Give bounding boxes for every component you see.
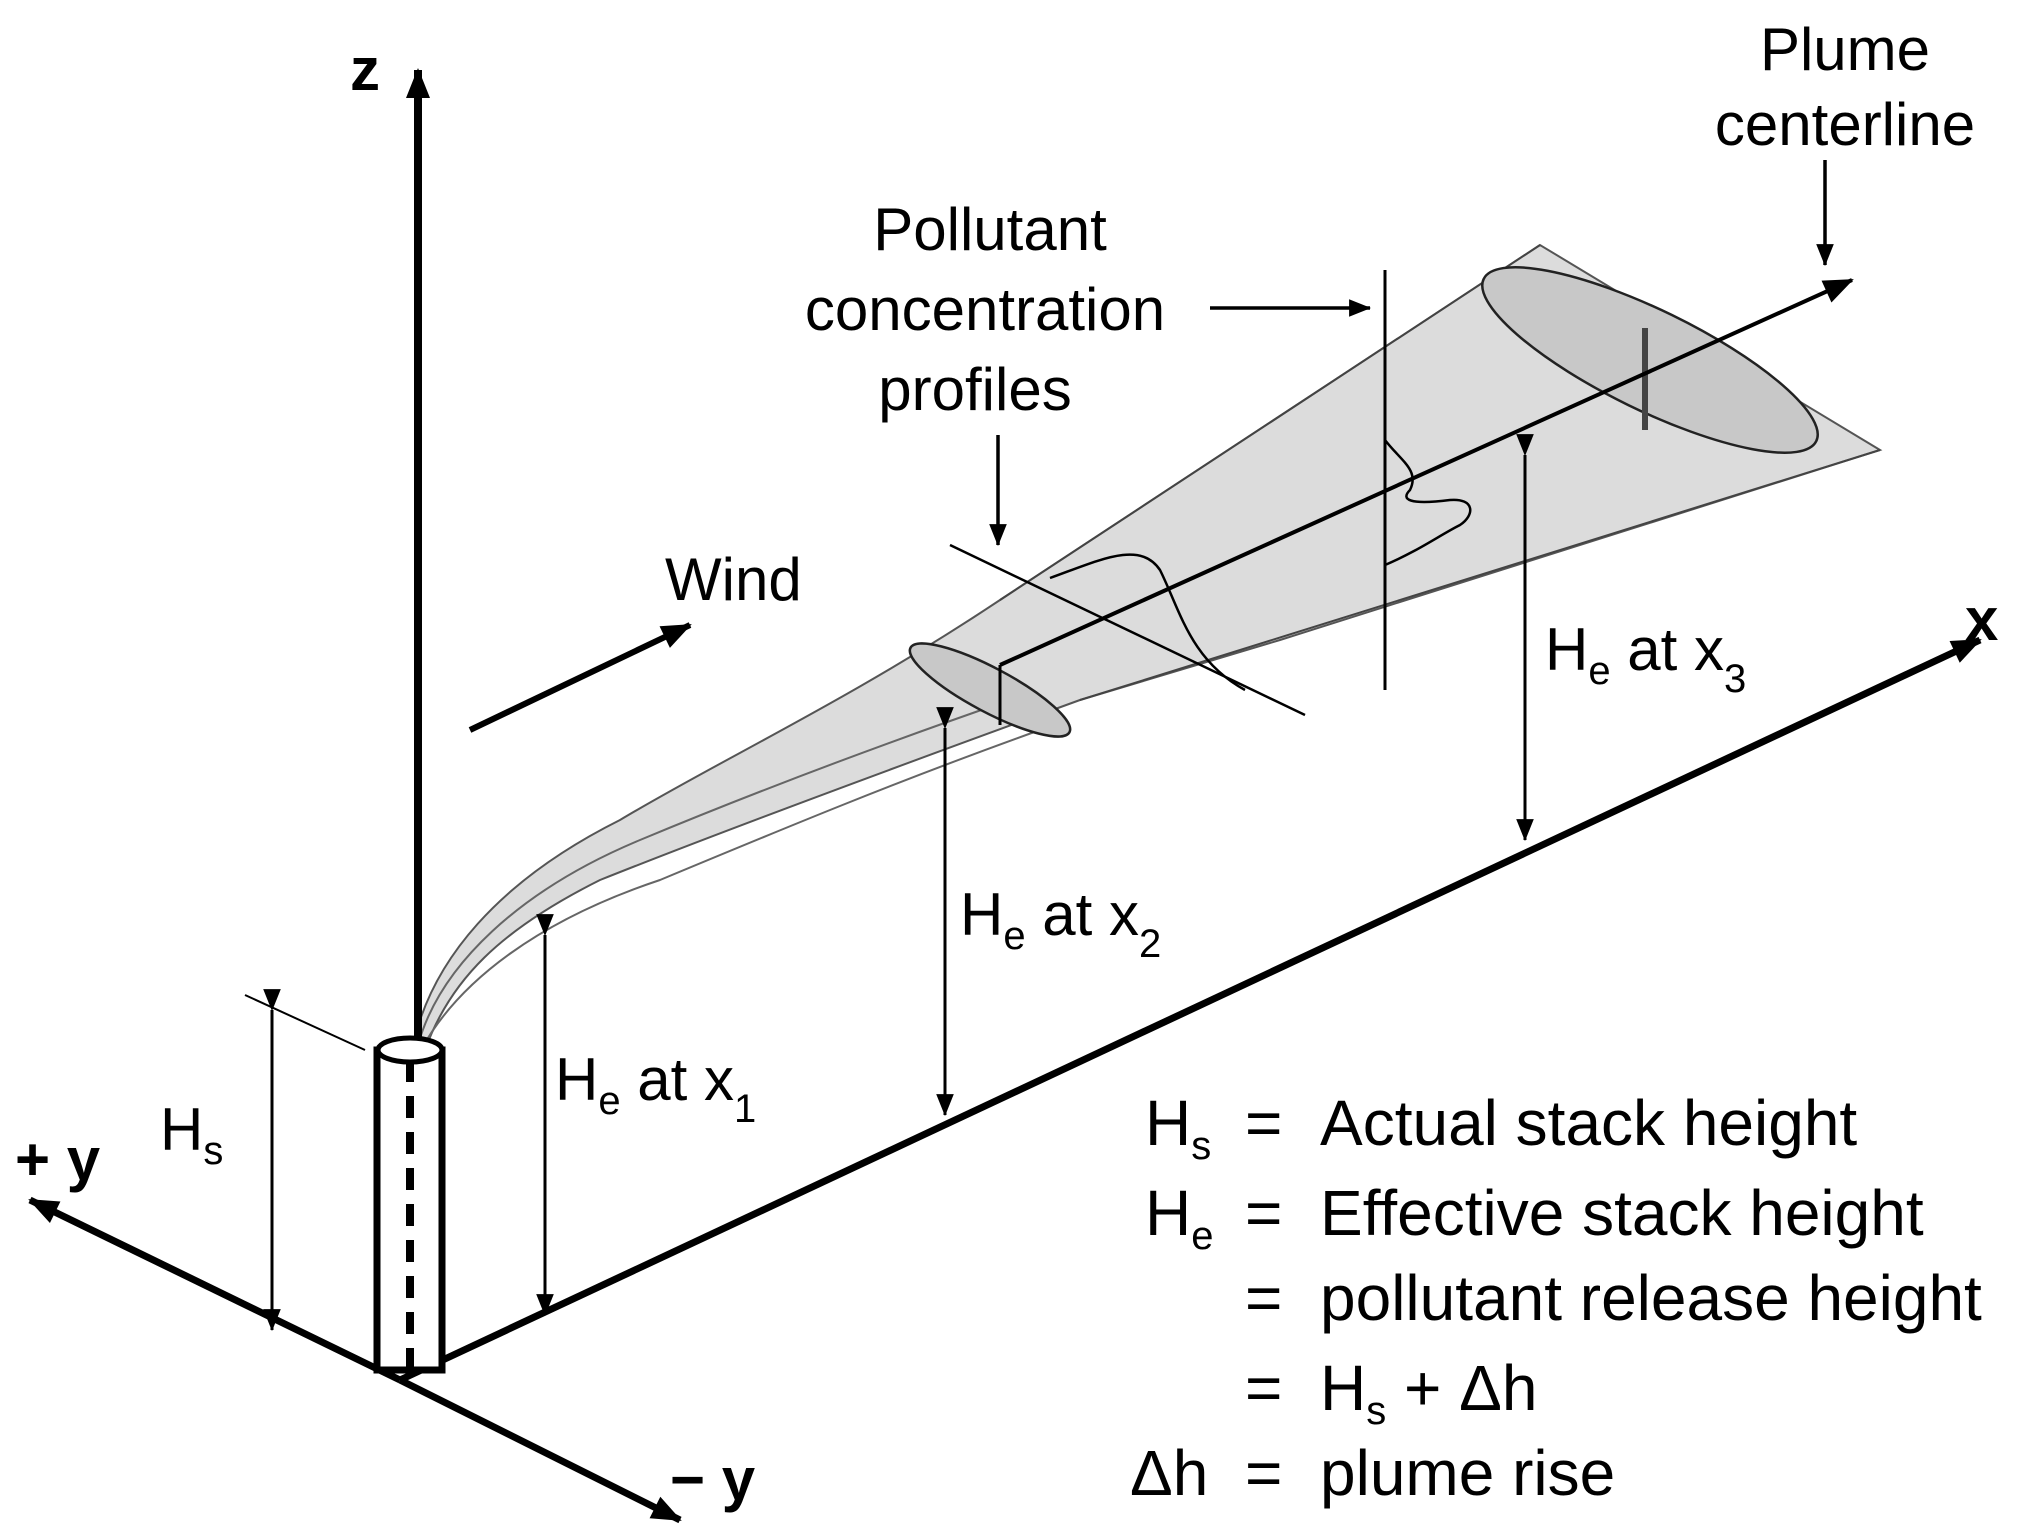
z-axis-label: z xyxy=(350,36,380,103)
height-dimensions xyxy=(244,434,1534,1332)
hs-label: Hs xyxy=(160,1096,223,1173)
y-axis-positive xyxy=(28,1196,402,1384)
plume-lower-guide xyxy=(1079,449,1881,701)
plume-inner-edge-lower xyxy=(421,729,1041,1049)
legend-row-hs: Hs xyxy=(1145,1087,1211,1168)
legend-row-release-eq: = xyxy=(1245,1262,1282,1334)
pollutant-label-line1: Pollutant xyxy=(873,196,1107,263)
plume-inner-edge-upper xyxy=(417,699,1011,1046)
axes xyxy=(28,68,1982,1524)
vertical-profile-curve xyxy=(1384,439,1472,567)
pollutant-label-line3: profiles xyxy=(878,356,1071,423)
he-x2-label: He at x2 xyxy=(960,881,1161,966)
legend-row-he-eq: = xyxy=(1245,1177,1282,1249)
concentration-profiles xyxy=(949,270,1472,717)
plus-y-axis-label: + y xyxy=(15,1126,101,1193)
legend-row-sum-eq: = xyxy=(1245,1352,1282,1424)
legend: Hs = Actual stack height He = Effective … xyxy=(1130,1087,1982,1509)
minus-y-axis-label: − y xyxy=(670,1446,756,1513)
stack-top xyxy=(375,1035,445,1065)
legend-row-he: He xyxy=(1145,1177,1213,1258)
legend-row-dh-text: plume rise xyxy=(1320,1437,1615,1509)
plume-upper-guide xyxy=(999,244,1541,601)
wind-label: Wind xyxy=(665,546,802,613)
legend-row-hs-text: Actual stack height xyxy=(1320,1087,1857,1159)
legend-row-hs-eq: = xyxy=(1245,1087,1282,1159)
plume-centerline-label-line1: Plume xyxy=(1760,16,1930,83)
y-axis-negative xyxy=(398,1376,682,1524)
he-x3-label: He at x3 xyxy=(1545,616,1746,701)
hs-extension-top xyxy=(244,994,366,1051)
legend-row-he-text: Effective stack height xyxy=(1320,1177,1924,1249)
legend-row-sum-text: Hs + Δh xyxy=(1320,1352,1538,1433)
x-axis xyxy=(398,636,1982,1384)
horizontal-profile-curve xyxy=(1049,553,1246,692)
plume-centerline-arrow xyxy=(999,278,1854,667)
plume xyxy=(410,243,1883,1051)
wind-arrow xyxy=(468,622,692,733)
he-x1-label: He at x1 xyxy=(555,1046,756,1131)
cross-section-ellipse-large xyxy=(1481,266,1819,454)
plume-body xyxy=(410,243,1883,1051)
plume-centerline-label-line2: centerline xyxy=(1715,91,1975,158)
legend-row-release-text: pollutant release height xyxy=(1320,1262,1982,1334)
legend-row-dh-eq: = xyxy=(1245,1437,1282,1509)
pollutant-label-line2: concentration xyxy=(805,276,1165,343)
x-axis-label: x xyxy=(1965,586,1998,653)
horizontal-profile-baseline xyxy=(949,543,1306,717)
stack xyxy=(373,1035,446,1374)
legend-row-dh: Δh xyxy=(1130,1437,1208,1509)
